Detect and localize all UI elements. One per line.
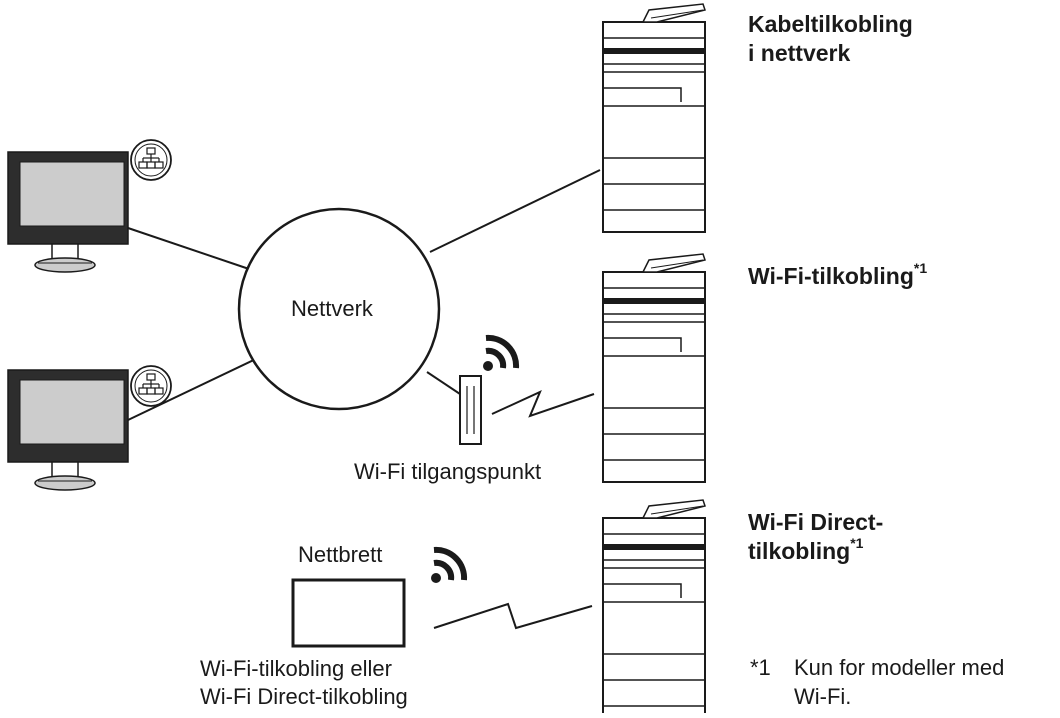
footnote-text: Kun for modeller med Wi-Fi. [794, 653, 1004, 711]
printer-wired-title-line1: Kabeltilkobling [748, 11, 913, 37]
link-pc2-network [127, 355, 263, 421]
printer-wifi-title: Wi-Fi-tilkobling*1 [748, 260, 928, 294]
printer-wifi [602, 253, 706, 483]
network-cloud [237, 207, 441, 411]
link-network-printer1 [429, 169, 601, 253]
network-badge-icon [130, 139, 172, 181]
printer-wifi-direct-title: Wi-Fi Direct- tilkobling*1 [748, 508, 883, 569]
tablet-label: Nettbrett [298, 542, 383, 567]
link-network-accesspoint [426, 371, 461, 395]
link-pc1-network [127, 227, 253, 271]
monitor-icon [7, 151, 129, 273]
tablet-caption-line2: Wi-Fi Direct-tilkobling [200, 684, 408, 709]
access-point-device [459, 375, 482, 445]
wifi-signal-icon [431, 550, 464, 583]
printer-wired-title-line2: i nettverk [748, 40, 851, 66]
footnote-ref: *1 [850, 535, 864, 551]
wireless-link-tablet [433, 602, 593, 630]
footnote-marker: *1 [750, 655, 771, 680]
printer-wifi-direct-title-line2: tilkobling [748, 538, 851, 564]
network-badge-icon [130, 365, 172, 407]
footnote-ref: *1 [913, 260, 928, 276]
tablet-caption-line1: Wi-Fi-tilkobling eller [200, 656, 392, 681]
printer-wifi-direct [602, 499, 706, 718]
footnote-line2: Wi-Fi. [794, 684, 852, 709]
monitor-icon [7, 369, 129, 491]
network-label: Nettverk [291, 296, 373, 321]
tablet-device [291, 578, 406, 648]
printer-wifi-direct-title-line1: Wi-Fi Direct- [748, 509, 884, 535]
printer-wired-title: Kabeltilkobling i nettverk [748, 10, 913, 68]
access-point-label: Wi-Fi tilgangspunkt [354, 459, 542, 484]
printer-wifi-title-line1: Wi-Fi-tilkobling [748, 263, 914, 289]
wireless-link-accesspoint [491, 390, 595, 418]
printer-wired [602, 3, 706, 233]
wifi-signal-icon [483, 338, 516, 371]
footnote-line1: Kun for modeller med [794, 655, 1005, 680]
